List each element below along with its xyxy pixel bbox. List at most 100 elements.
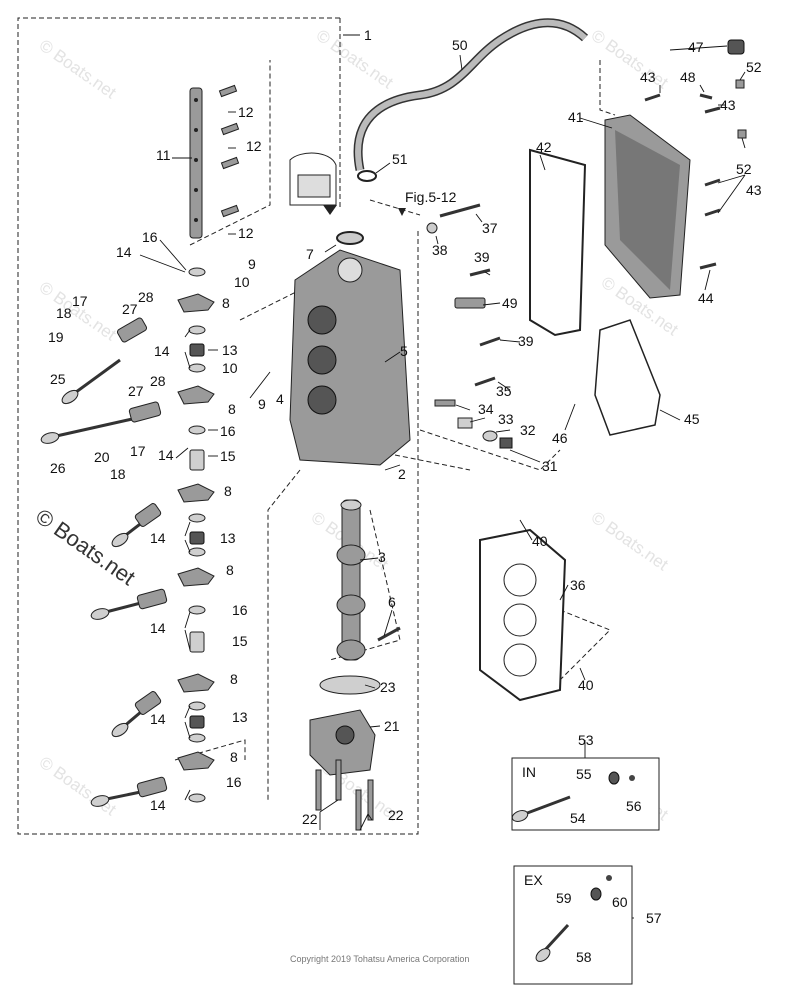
part-number-label: 14 bbox=[150, 797, 166, 813]
part-number-label: 19 bbox=[48, 329, 64, 345]
part-7-seal bbox=[336, 231, 364, 245]
kit-ex-label: EX bbox=[524, 872, 543, 888]
part-number-label: 16 bbox=[220, 423, 236, 439]
part-number-labels: 1 12 12 12 11 16 14 9 10 17 28 27 8 18 1… bbox=[48, 27, 762, 965]
part-number-label: 13 bbox=[232, 709, 248, 725]
part-number-label: 1 bbox=[364, 27, 372, 43]
part-number-label: 16 bbox=[232, 602, 248, 618]
part-number-label: 52 bbox=[746, 59, 762, 75]
part-number-label: 14 bbox=[150, 530, 166, 546]
part-number-label: 33 bbox=[498, 411, 514, 427]
kit-in-box: IN bbox=[511, 757, 660, 831]
part-number-label: 8 bbox=[228, 401, 236, 417]
part-number-label: 27 bbox=[128, 383, 144, 399]
watermark: © Boats.net bbox=[36, 36, 120, 103]
group-outline bbox=[17, 17, 616, 835]
part-number-label: 56 bbox=[626, 798, 642, 814]
part-number-label: 13 bbox=[222, 342, 238, 358]
part-number-label: 14 bbox=[158, 447, 174, 463]
part-number-label: 10 bbox=[234, 274, 250, 290]
copyright-text: Copyright 2019 Tohatsu America Corporati… bbox=[290, 954, 469, 964]
part-number-label: 20 bbox=[94, 449, 110, 465]
part-number-label: 27 bbox=[122, 301, 138, 317]
part-number-label: 57 bbox=[646, 910, 662, 926]
part-11-oil-pipe bbox=[189, 87, 203, 239]
part-number-label: 43 bbox=[746, 182, 762, 198]
part-number-label: 26 bbox=[50, 460, 66, 476]
part-number-label: 17 bbox=[130, 443, 146, 459]
ref-fig-label: Fig.5-12 bbox=[405, 189, 457, 205]
part-number-label: 47 bbox=[688, 39, 704, 55]
part-number-label: 12 bbox=[246, 138, 262, 154]
part-number-label: 28 bbox=[150, 373, 166, 389]
part-21-oil-pump bbox=[309, 675, 381, 776]
misc-right-parts bbox=[426, 203, 513, 449]
part-6-bolt bbox=[377, 626, 401, 642]
part-number-label: 44 bbox=[698, 290, 714, 306]
part-number-label: 8 bbox=[222, 295, 230, 311]
part-number-label: 11 bbox=[156, 147, 171, 163]
valves-and-springs bbox=[40, 317, 168, 807]
part-12-bolts bbox=[218, 84, 240, 218]
part-number-label: 46 bbox=[552, 430, 568, 446]
part-number-label: 32 bbox=[520, 422, 536, 438]
part-number-label: 28 bbox=[138, 289, 154, 305]
part-number-label: 52 bbox=[736, 161, 752, 177]
part-number-label: 51 bbox=[392, 151, 408, 167]
kit-in-label: IN bbox=[522, 764, 536, 780]
part-number-label: 12 bbox=[238, 225, 254, 241]
part-number-label: 23 bbox=[380, 679, 396, 695]
part-number-label: 8 bbox=[226, 562, 234, 578]
part-number-label: 12 bbox=[238, 104, 254, 120]
part-number-label: 14 bbox=[116, 244, 132, 260]
part-number-label: 14 bbox=[150, 620, 166, 636]
valve-train-column bbox=[177, 267, 215, 803]
part-number-label: 45 bbox=[684, 411, 700, 427]
part-number-label: 8 bbox=[224, 483, 232, 499]
part-number-label: 16 bbox=[142, 229, 158, 245]
part-number-label: 2 bbox=[398, 466, 406, 482]
part-36-head-gasket bbox=[479, 528, 567, 702]
part-43-44-bolts bbox=[644, 93, 721, 270]
part-number-label: 4 bbox=[276, 391, 284, 407]
watermark: © Boats.net bbox=[588, 26, 672, 93]
part-number-label: 36 bbox=[570, 577, 586, 593]
part-number-label: 14 bbox=[154, 343, 170, 359]
part-number-label: 37 bbox=[482, 220, 498, 236]
part-number-label: 39 bbox=[518, 333, 534, 349]
part-number-label: 40 bbox=[578, 677, 594, 693]
part-number-label: 14 bbox=[150, 711, 166, 727]
part-number-label: 18 bbox=[56, 305, 72, 321]
part-number-label: 50 bbox=[452, 37, 468, 53]
part-number-label: 22 bbox=[388, 807, 404, 823]
part-number-label: 9 bbox=[258, 396, 266, 412]
part-2-cylinder-head bbox=[289, 249, 411, 466]
part-number-label: 17 bbox=[72, 293, 88, 309]
part-number-label: 34 bbox=[478, 401, 494, 417]
part-number-label: 21 bbox=[384, 718, 400, 734]
part-number-label: 13 bbox=[220, 530, 236, 546]
part-number-label: 22 bbox=[302, 811, 318, 827]
part-number-label: 35 bbox=[496, 383, 512, 399]
part-number-label: 25 bbox=[50, 371, 66, 387]
part-number-label: 41 bbox=[568, 109, 584, 125]
part-47-52-caps bbox=[699, 39, 747, 139]
part-number-label: 10 bbox=[222, 360, 238, 376]
part-number-label: 15 bbox=[232, 633, 248, 649]
part-number-label: 55 bbox=[576, 766, 592, 782]
part-number-label: 9 bbox=[248, 256, 256, 272]
part-number-label: 7 bbox=[306, 246, 314, 262]
part-number-label: 42 bbox=[536, 139, 552, 155]
reference-fig: Fig.5-12 bbox=[398, 189, 457, 216]
part-42-gasket bbox=[529, 148, 587, 337]
part-number-label: 5 bbox=[400, 343, 408, 359]
part-number-label: 40 bbox=[532, 533, 548, 549]
watermark: © Boats.net bbox=[588, 508, 672, 575]
part-number-label: 16 bbox=[226, 774, 242, 790]
part-number-label: 60 bbox=[612, 894, 628, 910]
part-number-label: 43 bbox=[720, 97, 736, 113]
part-41-cover bbox=[604, 114, 691, 299]
part-3-camshaft bbox=[336, 499, 366, 661]
leader-lines bbox=[139, 34, 746, 919]
